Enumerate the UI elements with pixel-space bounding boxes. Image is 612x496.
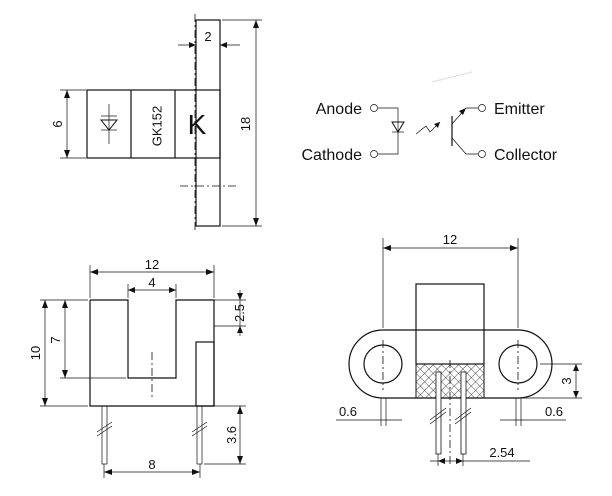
part-number: GK152 (149, 106, 164, 146)
cathode-terminal-icon (370, 150, 378, 158)
dim-side-slot: 4 (148, 275, 155, 290)
front-view: 12 3 0.6 0.6 2.54 (336, 232, 582, 466)
dim-side-total-height: 10 (28, 346, 43, 360)
anode-terminal-icon (370, 104, 378, 112)
brand-letter: K (188, 109, 207, 140)
anode-label: Anode (316, 101, 362, 118)
dim-side-pin-length: 3.6 (224, 426, 239, 444)
diode-symbol-icon (99, 104, 119, 144)
cathode-label: Cathode (302, 147, 363, 164)
dim-side-width: 12 (145, 257, 159, 272)
dim-top-body: 6 (50, 120, 65, 127)
side-view: 12 4 10 7 2.5 3.6 (28, 257, 247, 478)
dim-front-height: 3 (559, 377, 574, 384)
dim-side-top: 2.5 (232, 304, 247, 322)
emitter-terminal-icon (478, 104, 486, 112)
schematic: Anode Cathode Emitter Collector (302, 71, 558, 164)
dim-front-pitch: 2.54 (489, 445, 514, 460)
emitter-label: Emitter (494, 101, 545, 118)
top-view: GK152 K 2 18 6 (50, 14, 262, 230)
dim-top-width: 2 (204, 29, 211, 44)
collector-terminal-icon (478, 150, 486, 158)
dim-front-right-pin: 0.6 (545, 404, 563, 419)
collector-label: Collector (494, 147, 558, 164)
dim-side-slot-depth: 7 (48, 336, 63, 343)
dim-side-pin-pitch: 8 (148, 457, 155, 472)
dim-top-height: 18 (238, 117, 253, 131)
dim-front-left-pin: 0.6 (339, 404, 357, 419)
led-icon (391, 121, 405, 133)
top-view-body (86, 89, 221, 159)
dim-front-width: 12 (443, 232, 457, 247)
